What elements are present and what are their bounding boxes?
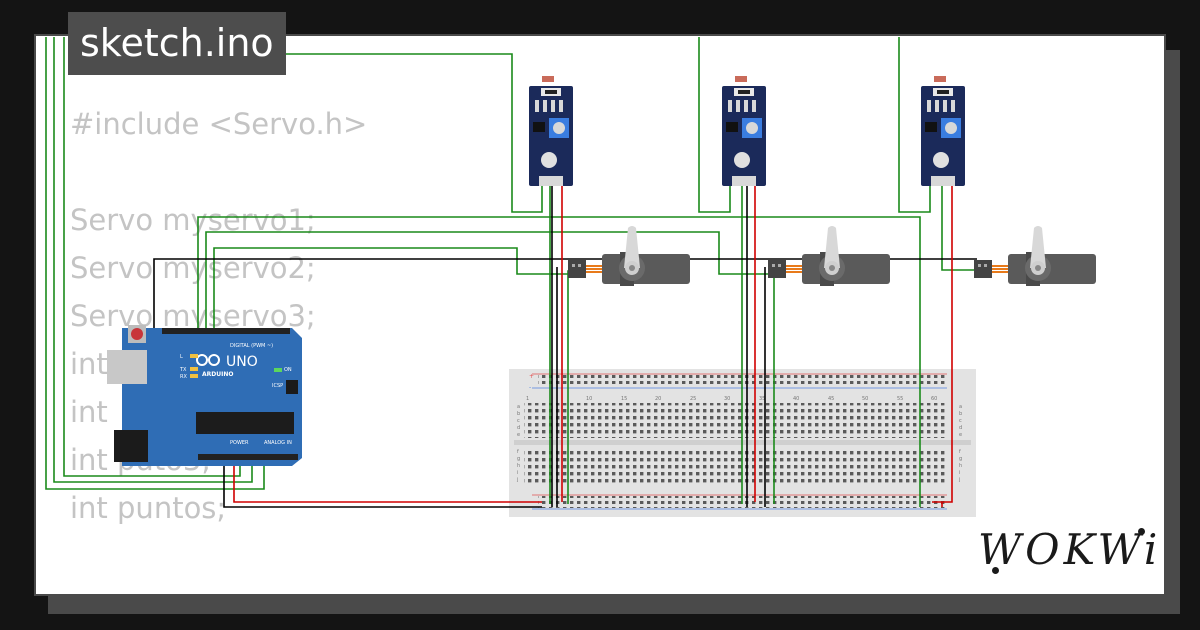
breadboard-column-numbers: 1 10 15 20 25 30 35 40 45 50 55 60 bbox=[526, 396, 937, 402]
light-sensor-1[interactable] bbox=[529, 76, 573, 186]
power-led bbox=[274, 368, 282, 372]
wokwi-logo: WOKWi bbox=[978, 525, 1162, 574]
code-line: int bbox=[70, 347, 108, 381]
power-analog-header bbox=[198, 454, 298, 460]
row-letter: a bbox=[517, 404, 520, 410]
row-letter: g bbox=[959, 456, 962, 462]
digital-label: DIGITAL (PWM ~) bbox=[230, 343, 273, 349]
svg-text:+: + bbox=[529, 373, 534, 380]
microcontroller-chip bbox=[196, 412, 294, 434]
wokwi-logo-dot bbox=[1138, 528, 1145, 535]
code-line: int bbox=[70, 395, 108, 429]
analog-label: ANALOG IN bbox=[264, 440, 292, 446]
row-letter: d bbox=[517, 425, 520, 431]
row-letter: i bbox=[959, 470, 960, 476]
row-letter: d bbox=[959, 425, 962, 431]
board-name: UNO bbox=[226, 354, 258, 370]
light-sensor-3[interactable] bbox=[921, 76, 965, 186]
breadboard-terminal-strip-top bbox=[524, 403, 948, 438]
breadboard-row-letters: a b c d e f g h i j a b c d e f g h i j bbox=[516, 404, 962, 483]
power-label: POWER bbox=[230, 440, 249, 446]
column-number: 60 bbox=[931, 396, 937, 402]
icsp-label: ICSP bbox=[272, 383, 283, 389]
row-letter: f bbox=[517, 449, 519, 455]
servo-motor-1[interactable] bbox=[568, 226, 690, 286]
digital-header bbox=[162, 328, 290, 334]
power-jack bbox=[114, 430, 148, 462]
on-label: ON bbox=[284, 367, 292, 373]
breadboard-power-rail-top bbox=[538, 375, 948, 387]
tx-label: TX bbox=[179, 367, 187, 373]
column-number: 1 bbox=[526, 396, 529, 402]
row-letter: e bbox=[517, 432, 520, 438]
row-letter: i bbox=[517, 470, 518, 476]
servo-motor-3[interactable] bbox=[974, 226, 1096, 286]
column-number: 30 bbox=[724, 396, 730, 402]
l-led bbox=[190, 354, 198, 358]
light-sensor-2[interactable] bbox=[722, 76, 766, 186]
column-number: 20 bbox=[655, 396, 661, 402]
column-number: 35 bbox=[759, 396, 765, 402]
column-number: 45 bbox=[828, 396, 834, 402]
sketch-filename-badge: sketch.ino bbox=[68, 12, 286, 75]
l-label: L bbox=[180, 354, 183, 360]
row-letter: h bbox=[959, 463, 962, 469]
row-letter: a bbox=[959, 404, 962, 410]
code-line: #include <Servo.h> bbox=[70, 107, 368, 141]
code-line: Servo myservo2; bbox=[70, 251, 316, 285]
column-number: 40 bbox=[793, 396, 799, 402]
usb-connector bbox=[107, 350, 147, 384]
row-letter: j bbox=[516, 477, 518, 483]
icsp-header bbox=[286, 380, 298, 394]
wires-ground bbox=[153, 184, 977, 508]
rx-label: RX bbox=[180, 374, 187, 380]
circuit-diagram: + - 1 10 15 20 25 30 35 40 45 50 55 60 a bbox=[45, 37, 1096, 517]
servo-motor-2[interactable] bbox=[768, 226, 890, 286]
svg-text:-: - bbox=[529, 384, 531, 391]
code-line: int puntos; bbox=[70, 491, 227, 525]
wokwi-logo-dot bbox=[992, 567, 999, 574]
row-letter: e bbox=[959, 432, 962, 438]
arduino-uno-board[interactable]: UNO ARDUINO DIGITAL (PWM ~) POWER ANALOG… bbox=[107, 325, 302, 466]
rx-led bbox=[190, 374, 198, 378]
wires-power bbox=[233, 184, 953, 507]
row-letter: b bbox=[959, 411, 962, 417]
breadboard-terminal-strip-bottom bbox=[524, 448, 948, 483]
tx-led bbox=[190, 367, 198, 371]
row-letter: g bbox=[517, 456, 520, 462]
column-number: 55 bbox=[897, 396, 903, 402]
preview-card: #include <Servo.h>Servo myservo1;Servo m… bbox=[34, 34, 1166, 596]
row-letter: c bbox=[517, 418, 520, 424]
board-brand-label: ARDUINO bbox=[202, 371, 233, 378]
column-number: 15 bbox=[621, 396, 627, 402]
breadboard-power-rail-bottom bbox=[538, 496, 948, 508]
row-letter: b bbox=[517, 411, 520, 417]
column-number: 10 bbox=[586, 396, 592, 402]
column-number: 25 bbox=[690, 396, 696, 402]
code-line: Servo myservo3; bbox=[70, 299, 316, 333]
row-letter: j bbox=[958, 477, 960, 483]
row-letter: c bbox=[959, 418, 962, 424]
row-letter: h bbox=[517, 463, 520, 469]
column-number: 50 bbox=[862, 396, 868, 402]
row-letter: f bbox=[959, 449, 961, 455]
arduino-logo-icon bbox=[196, 354, 208, 366]
